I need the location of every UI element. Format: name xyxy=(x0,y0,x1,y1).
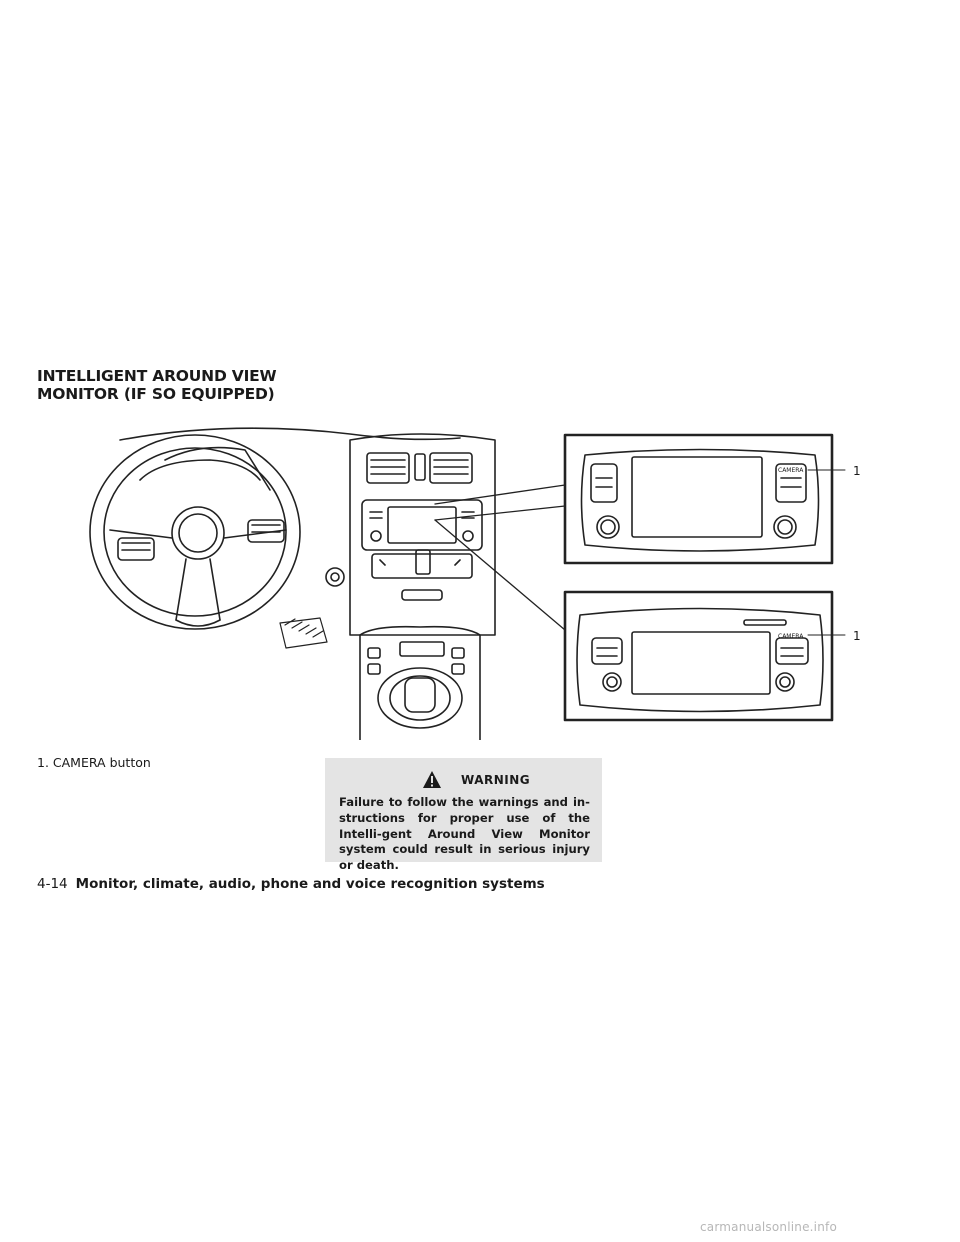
start-button-icon xyxy=(325,567,345,587)
leader-line xyxy=(434,484,566,505)
callout-1-bottom: 1 xyxy=(853,629,861,643)
leader-line xyxy=(434,505,566,521)
callout-1-top: 1 xyxy=(853,464,861,478)
dashboard-illustration: 1 CAMERA 1 CAMERA xyxy=(89,427,861,740)
section-title-line-2: MONITOR (IF SO EQUIPPED) xyxy=(37,385,275,403)
section-title: INTELLIGENT AROUND VIEW MONITOR (IF SO E… xyxy=(37,367,437,403)
detail-view-1 xyxy=(563,433,846,565)
steering-wheel-icon xyxy=(89,434,301,630)
warning-text: Failure to follow the warnings and in-st… xyxy=(339,795,590,873)
instrument-hood xyxy=(164,446,271,491)
pedal-icon xyxy=(279,617,328,649)
section-title-line-1: INTELLIGENT AROUND VIEW xyxy=(37,367,277,385)
warning-box: WARNING Failure to follow the warnings a… xyxy=(325,758,602,872)
leader-line xyxy=(434,519,566,631)
warning-header: WARNING xyxy=(325,770,602,792)
watermark: carmanualsonline.info xyxy=(700,1220,837,1234)
camera-label-top: CAMERA xyxy=(778,467,804,474)
dashboard-edge xyxy=(119,427,461,441)
center-console xyxy=(349,433,496,740)
camera-label-bottom: CAMERA xyxy=(778,633,804,640)
warning-label: WARNING xyxy=(461,773,531,787)
chapter-title: Monitor, climate, audio, phone and voice… xyxy=(75,876,545,892)
warning-triangle-icon xyxy=(423,771,441,788)
page-number: 4-14 xyxy=(37,876,68,892)
detail-view-2 xyxy=(563,590,846,722)
page-footer: 4-14 Monitor, climate, audio, phone and v… xyxy=(37,876,545,892)
figure-caption: 1. CAMERA button xyxy=(37,755,151,770)
